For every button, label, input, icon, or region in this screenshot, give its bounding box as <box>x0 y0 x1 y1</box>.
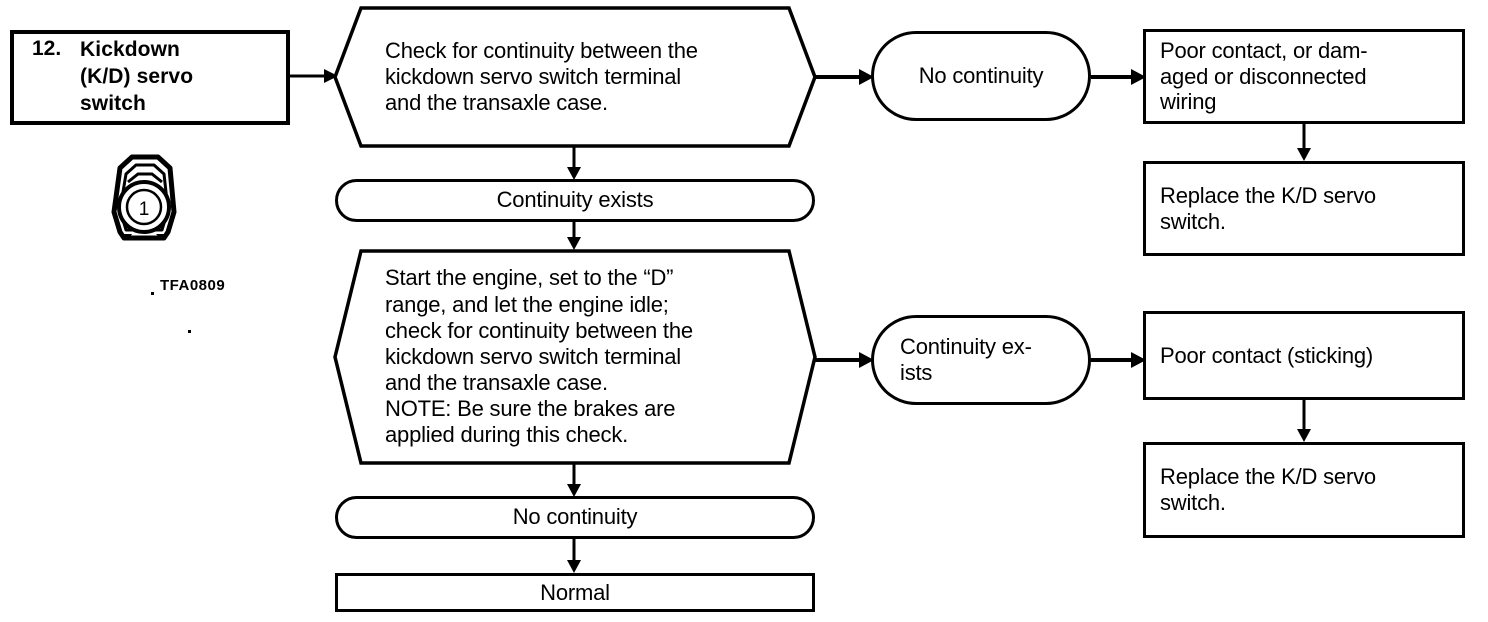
node-engine-check: Start the engine, set to the “D” range, … <box>333 249 817 465</box>
step-title-box: 12. Kickdown (K/D) servo switch <box>10 30 290 125</box>
part-reference-label: TFA0809 <box>160 277 226 294</box>
replace-switch-bottom-text: Replace the K/D servo switch. <box>1160 464 1376 515</box>
connector-poor-contact-to-replace-top <box>1296 124 1312 162</box>
speck-mark-2 <box>188 330 191 333</box>
no-continuity-bottom-text: No continuity <box>512 504 638 530</box>
node-no-continuity-branch: No continuity <box>871 31 1091 121</box>
node-no-continuity-bottom: No continuity <box>335 496 815 539</box>
svg-text:1: 1 <box>139 199 150 220</box>
continuity-exists-branch-text: Continuity ex- ists <box>900 333 1032 385</box>
no-continuity-branch-text: No continuity <box>918 62 1044 88</box>
normal-text: Normal <box>540 579 610 605</box>
check-continuity-text: Check for continuity between the kickdow… <box>385 37 698 116</box>
node-normal: Normal <box>335 573 815 612</box>
step-number: 12. <box>32 37 62 61</box>
engine-check-text: Start the engine, set to the “D” range, … <box>385 265 693 448</box>
node-replace-switch-top: Replace the K/D servo switch. <box>1143 161 1465 256</box>
kickdown-servo-switch-connector-icon: 1 <box>98 152 190 248</box>
connector-check-to-no-continuity <box>815 69 875 85</box>
connector-poor-contact-sticking-to-replace-bottom <box>1296 399 1312 443</box>
connector-no-continuity-to-normal <box>566 538 582 574</box>
connector-continuity-to-engine-check <box>566 221 582 251</box>
node-check-continuity: Check for continuity between the kickdow… <box>333 6 817 148</box>
step-title-text: Kickdown (K/D) servo switch <box>80 38 194 115</box>
connector-check-to-continuity-exists <box>566 147 582 181</box>
step-title-wrap: 12. Kickdown (K/D) servo switch <box>14 37 286 118</box>
poor-contact-sticking-text: Poor contact (sticking) <box>1160 342 1374 368</box>
poor-contact-wiring-text: Poor contact, or dam- aged or disconnect… <box>1160 37 1368 115</box>
node-replace-switch-bottom: Replace the K/D servo switch. <box>1143 442 1465 538</box>
node-continuity-exists-branch: Continuity ex- ists <box>871 315 1091 405</box>
node-continuity-exists: Continuity exists <box>335 179 815 222</box>
connector-continuity-exists-to-poor-contact-sticking <box>1091 352 1147 368</box>
continuity-exists-text: Continuity exists <box>496 187 654 213</box>
connector-engine-check-to-no-continuity <box>566 464 582 498</box>
connector-no-continuity-to-poor-contact <box>1091 69 1147 85</box>
node-poor-contact-sticking: Poor contact (sticking) <box>1143 311 1465 400</box>
connector-title-to-check <box>290 68 340 84</box>
connector-engine-check-to-continuity-exists-branch <box>815 352 875 368</box>
speck-mark <box>151 292 154 295</box>
replace-switch-top-text: Replace the K/D servo switch. <box>1160 182 1376 234</box>
node-poor-contact-wiring: Poor contact, or dam- aged or disconnect… <box>1143 29 1465 124</box>
